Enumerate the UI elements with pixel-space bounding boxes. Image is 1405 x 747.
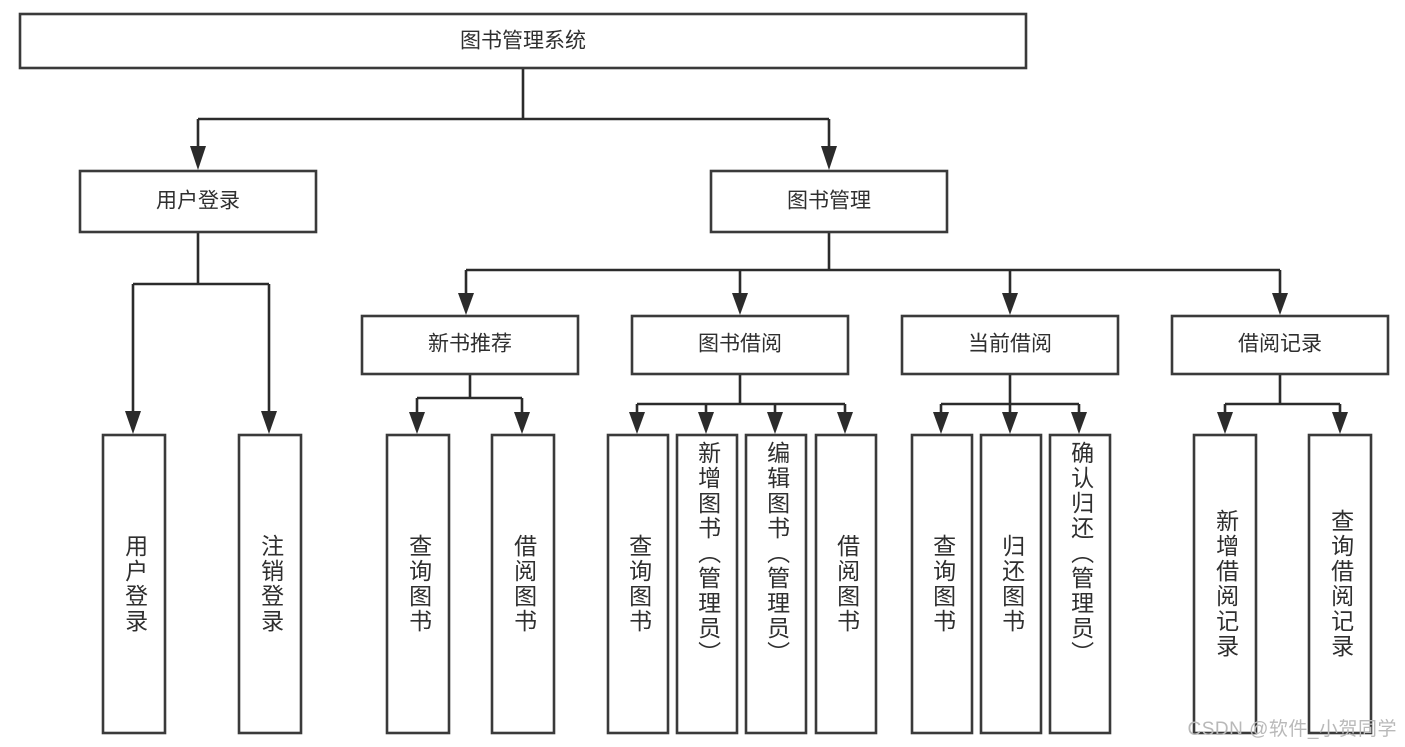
connector-group-book-borrow bbox=[629, 374, 853, 434]
node-user-login-box[interactable] bbox=[78, 169, 318, 234]
csdn-watermark: CSDN @软件_小贺同学 bbox=[1187, 719, 1397, 740]
node-current-borrow-box[interactable] bbox=[900, 314, 1120, 376]
node-book-borrow[interactable]: 图书借阅 bbox=[630, 314, 850, 376]
node-book-management[interactable]: 图书管理 bbox=[709, 169, 949, 234]
arrow-head-leaf-query-book-3 bbox=[933, 412, 949, 434]
node-leaf-query-record-box[interactable] bbox=[1307, 433, 1373, 735]
connector-group-root bbox=[190, 68, 837, 170]
node-new-book-recommend-label: 新书推荐 bbox=[428, 333, 512, 356]
arrow-head-leaf-query-book-2 bbox=[629, 412, 645, 434]
connector-group-current-borrow bbox=[933, 374, 1087, 434]
node-book-borrow-box[interactable] bbox=[630, 314, 850, 376]
arrow-head-user-login bbox=[190, 146, 206, 170]
node-leaf-logout-box[interactable] bbox=[237, 433, 303, 735]
arrow-head-book-management bbox=[821, 146, 837, 170]
arrow-head-leaf-edit-book bbox=[767, 412, 783, 434]
node-leaf-query-book-1-box[interactable] bbox=[385, 433, 451, 735]
node-book-borrow-label: 图书借阅 bbox=[698, 333, 782, 356]
arrow-head-borrow-record bbox=[1272, 293, 1288, 315]
node-leaf-query-book-3-box[interactable] bbox=[910, 433, 974, 735]
connector-group-book-management bbox=[458, 232, 1288, 315]
arrow-head-leaf-user-login bbox=[125, 411, 141, 434]
node-new-book-recommend-box[interactable] bbox=[360, 314, 580, 376]
node-leaf-borrow-book-2-box[interactable] bbox=[814, 433, 878, 735]
arrow-head-book-borrow bbox=[732, 293, 748, 315]
node-leaf-confirm-return-box[interactable] bbox=[1048, 433, 1112, 735]
connector-group-user-login bbox=[125, 232, 277, 434]
node-new-book-recommend[interactable]: 新书推荐 bbox=[360, 314, 580, 376]
arrow-head-leaf-return-book bbox=[1002, 412, 1018, 434]
node-borrow-record-box[interactable] bbox=[1170, 314, 1390, 376]
arrow-head-current-borrow bbox=[1002, 293, 1018, 315]
connector-group-borrow-record bbox=[1217, 374, 1348, 434]
arrow-head-new-book-recommend bbox=[458, 293, 474, 315]
node-leaf-borrow-book-1-box[interactable] bbox=[490, 433, 556, 735]
arrow-head-leaf-borrow-book-1 bbox=[514, 412, 530, 434]
arrow-head-leaf-query-book-1 bbox=[409, 412, 425, 434]
arrow-head-leaf-add-record bbox=[1217, 412, 1233, 434]
node-leaf-edit-book-box[interactable] bbox=[744, 433, 808, 735]
node-user-login[interactable]: 用户登录 bbox=[78, 169, 318, 234]
node-book-management-label: 图书管理 bbox=[787, 190, 871, 213]
node-root[interactable]: 图书管理系统 bbox=[18, 12, 1028, 70]
node-leaf-add-record-box[interactable] bbox=[1192, 433, 1258, 735]
node-user-login-label: 用户登录 bbox=[156, 190, 240, 213]
node-borrow-record[interactable]: 借阅记录 bbox=[1170, 314, 1390, 376]
node-current-borrow-label: 当前借阅 bbox=[968, 333, 1052, 356]
arrow-head-leaf-query-record bbox=[1332, 412, 1348, 434]
arrow-head-leaf-logout bbox=[261, 411, 277, 434]
arrow-head-leaf-confirm-return bbox=[1071, 412, 1087, 434]
node-root-box[interactable] bbox=[18, 12, 1028, 70]
leaf-box-group bbox=[101, 433, 1373, 735]
node-book-management-box[interactable] bbox=[709, 169, 949, 234]
node-leaf-query-book-2-box[interactable] bbox=[606, 433, 670, 735]
node-current-borrow[interactable]: 当前借阅 bbox=[900, 314, 1120, 376]
node-root-label: 图书管理系统 bbox=[460, 30, 586, 53]
node-leaf-add-book-box[interactable] bbox=[675, 433, 739, 735]
arrow-head-leaf-add-book bbox=[698, 412, 714, 434]
connector-group-new-book-recommend bbox=[409, 374, 530, 434]
node-borrow-record-label: 借阅记录 bbox=[1238, 333, 1322, 356]
node-leaf-user-login-box[interactable] bbox=[101, 433, 167, 735]
node-leaf-return-book-box[interactable] bbox=[979, 433, 1043, 735]
arrow-head-leaf-borrow-book-2 bbox=[837, 412, 853, 434]
